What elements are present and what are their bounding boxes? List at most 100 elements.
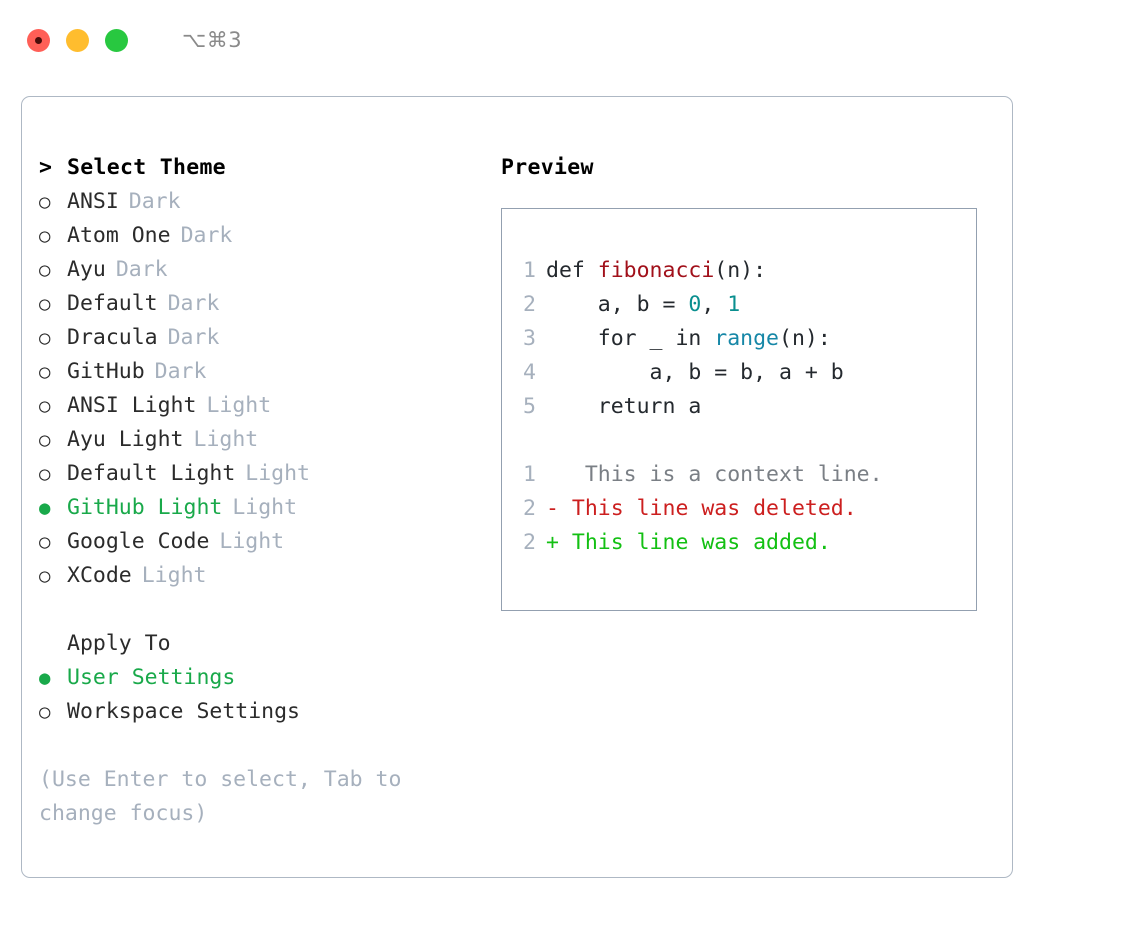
code-line-number: 4 xyxy=(523,360,536,385)
theme-list-title: Select Theme xyxy=(67,155,226,180)
code-line-text: a, b = 0, 1 xyxy=(546,288,740,322)
code-token-def: def xyxy=(546,258,598,283)
close-window-button[interactable] xyxy=(27,28,50,52)
theme-list-item[interactable]: ○ Google Code Light xyxy=(39,525,479,559)
code-line: 3 for _ in range(n): xyxy=(502,322,976,356)
diff-line-number: 1 xyxy=(523,462,536,487)
theme-item-variant: Dark xyxy=(167,291,220,316)
theme-list-item[interactable]: ○ Default Light Light xyxy=(39,457,479,491)
code-line-text: def fibonacci(n): xyxy=(546,254,766,288)
apply-to-option-container: ● User Settings ○ Workspace Settings xyxy=(39,661,479,729)
code-line-number: 5 xyxy=(523,394,536,419)
radio-unselected-icon[interactable]: ○ xyxy=(39,259,51,281)
radio-selected-icon[interactable]: ● xyxy=(39,497,51,519)
radio-unselected-icon[interactable]: ○ xyxy=(39,565,51,587)
diff-line-number: 2 xyxy=(523,496,536,521)
theme-item-label: Dracula xyxy=(67,325,158,350)
apply-to-heading-row: Apply To xyxy=(39,627,479,661)
diff-line-text: This is a context line. xyxy=(558,462,883,487)
theme-item-label: Default xyxy=(67,291,158,316)
code-token-num: 1 xyxy=(727,292,741,317)
diff-line-text: This line was deleted. xyxy=(558,496,857,521)
theme-list-item[interactable]: ○ Atom One Dark xyxy=(39,219,479,253)
code-token-plain: return a xyxy=(546,394,702,419)
apply-to-indent-spacer xyxy=(39,627,67,661)
diff-line-text: This line was added. xyxy=(558,530,831,555)
theme-item-variant: Light xyxy=(245,461,311,486)
theme-item-label: Google Code xyxy=(67,529,210,554)
code-line: 5 return a xyxy=(502,390,976,424)
title-bar: ⌥⌘3 xyxy=(0,0,1140,80)
code-token-punct: (n): xyxy=(714,258,767,283)
radio-unselected-icon[interactable]: ○ xyxy=(39,701,51,723)
traffic-light-group xyxy=(27,28,128,52)
theme-item-label: Ayu Light xyxy=(67,427,184,452)
theme-item-variant: Light xyxy=(219,529,285,554)
code-line: 4 a, b = b, a + b xyxy=(502,356,976,390)
code-line-number: 2 xyxy=(523,292,536,317)
diff-marker: - xyxy=(546,496,559,521)
diff-sample-block: 1 This is a context line.2- This line wa… xyxy=(502,458,976,560)
radio-unselected-icon[interactable]: ○ xyxy=(39,395,51,417)
maximize-window-button[interactable] xyxy=(105,28,128,52)
diff-line: 2- This line was deleted. xyxy=(502,492,976,526)
radio-unselected-icon[interactable]: ○ xyxy=(39,327,51,349)
theme-item-variant: Light xyxy=(232,495,298,520)
radio-selected-icon[interactable]: ● xyxy=(39,667,51,689)
radio-unselected-icon[interactable]: ○ xyxy=(39,191,51,213)
code-token-builtin: range xyxy=(714,326,780,351)
radio-unselected-icon[interactable]: ○ xyxy=(39,293,51,315)
theme-item-label: Ayu xyxy=(67,257,106,282)
theme-list-header: > Select Theme xyxy=(39,151,479,185)
radio-unselected-icon[interactable]: ○ xyxy=(39,361,51,383)
diff-marker xyxy=(546,458,559,492)
theme-item-variant: Dark xyxy=(115,257,168,282)
theme-item-label: Atom One xyxy=(67,223,171,248)
theme-item-variant: Light xyxy=(141,563,207,588)
apply-to-option-label: Workspace Settings xyxy=(67,699,300,724)
code-token-plain: a, b = b, a + b xyxy=(546,360,844,385)
theme-list-item[interactable]: ○ Default Dark xyxy=(39,287,479,321)
code-token-plain: a, b = xyxy=(546,292,689,317)
code-line-number: 1 xyxy=(523,258,536,283)
code-line-text: a, b = b, a + b xyxy=(546,356,844,390)
theme-item-label: XCode xyxy=(67,563,132,588)
apply-to-option[interactable]: ○ Workspace Settings xyxy=(39,695,479,729)
preview-spacer xyxy=(502,424,976,458)
code-line: 2 a, b = 0, 1 xyxy=(502,288,976,322)
diff-marker: + xyxy=(546,530,559,555)
diff-line: 2+ This line was added. xyxy=(502,526,976,560)
theme-item-label: ANSI Light xyxy=(67,393,197,418)
theme-item-variant: Light xyxy=(206,393,272,418)
diff-line: 1 This is a context line. xyxy=(502,458,976,492)
radio-unselected-icon[interactable]: ○ xyxy=(39,225,51,247)
theme-list-item[interactable]: ○ XCode Light xyxy=(39,559,479,593)
keyboard-shortcut-label: ⌥⌘3 xyxy=(182,28,243,52)
apply-to-option-label: User Settings xyxy=(67,665,236,690)
code-token-num: 0 xyxy=(688,292,702,317)
radio-unselected-icon[interactable]: ○ xyxy=(39,429,51,451)
radio-unselected-icon[interactable]: ○ xyxy=(39,531,51,553)
theme-list-item[interactable]: ○ Ayu Dark xyxy=(39,253,479,287)
theme-item-variant: Dark xyxy=(128,189,181,214)
theme-list-item[interactable]: ○ ANSI Light Light xyxy=(39,389,479,423)
minimize-window-button[interactable] xyxy=(66,28,89,52)
code-line-number: 3 xyxy=(523,326,536,351)
code-token-punct: (n): xyxy=(779,326,831,351)
theme-item-label: Default Light xyxy=(67,461,236,486)
code-token-plain: , xyxy=(701,292,728,317)
radio-unselected-icon[interactable]: ○ xyxy=(39,463,51,485)
theme-list-item[interactable]: ○ ANSI Dark xyxy=(39,185,479,219)
apply-to-option[interactable]: ● User Settings xyxy=(39,661,479,695)
theme-item-label: ANSI xyxy=(67,189,119,214)
theme-item-variant: Dark xyxy=(180,223,233,248)
